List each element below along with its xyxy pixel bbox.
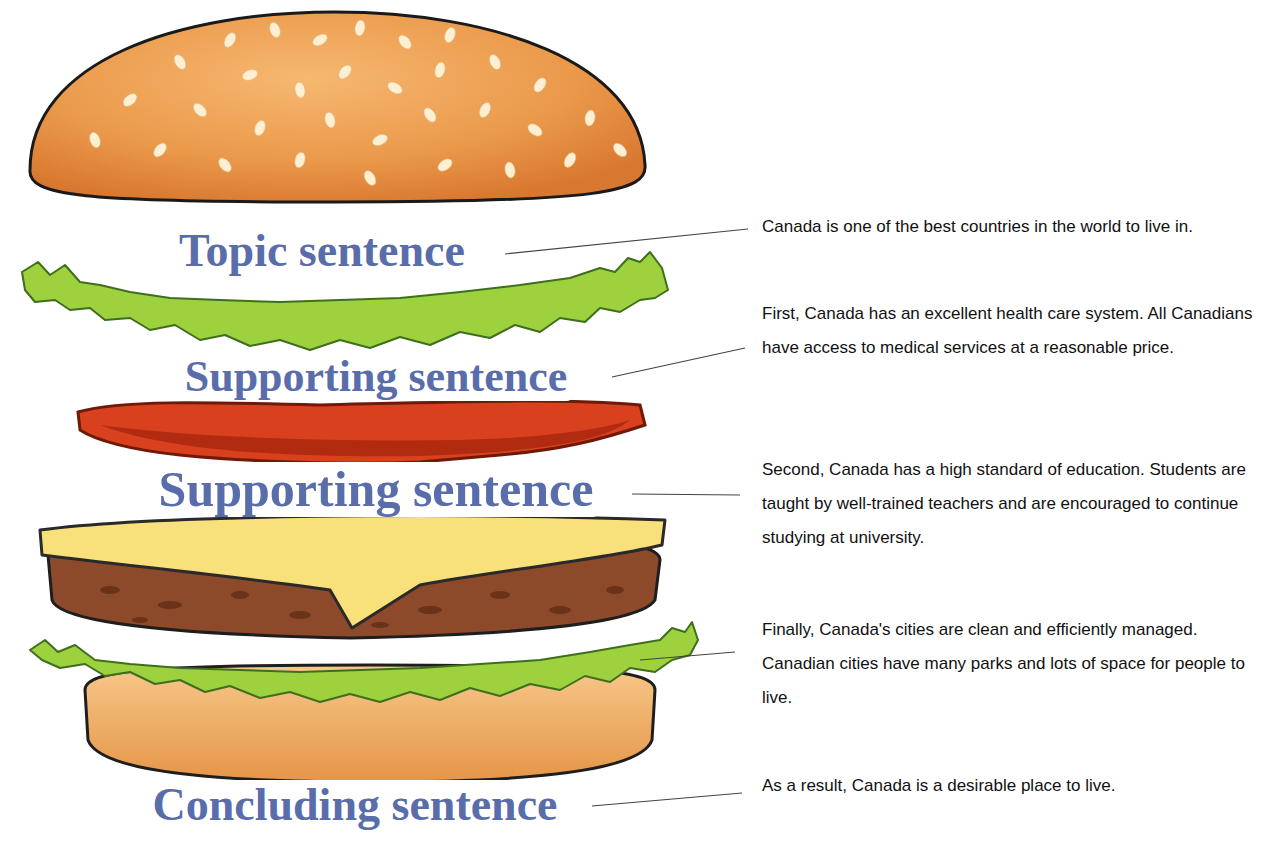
sesame-seeds xyxy=(88,19,630,187)
leader-line xyxy=(632,494,740,495)
example-text: As a result, Canada is a desirable place… xyxy=(760,769,1259,803)
leader-lines xyxy=(505,229,748,806)
part-label: Topic sentence xyxy=(173,226,471,277)
part-label: Concluding sentence xyxy=(146,780,563,831)
part-label: Supporting sentence xyxy=(153,462,600,517)
part-label: Supporting sentence xyxy=(179,353,574,401)
leader-line xyxy=(592,793,742,806)
example-text: Second, Canada has a high standard of ed… xyxy=(760,453,1259,555)
example-text: Finally, Canada's cities are clean and e… xyxy=(760,613,1259,715)
example-text: First, Canada has an excellent health ca… xyxy=(760,297,1259,365)
tomato-shade xyxy=(100,420,630,456)
tomato-layer xyxy=(78,401,645,463)
cheese-layer xyxy=(40,516,665,628)
example-text: Canada is one of the best countries in t… xyxy=(760,210,1259,244)
leader-line xyxy=(612,348,745,377)
leader-line xyxy=(640,652,735,660)
leader-line xyxy=(505,229,748,254)
lettuce-layer xyxy=(30,622,698,702)
top-bun xyxy=(30,12,645,202)
